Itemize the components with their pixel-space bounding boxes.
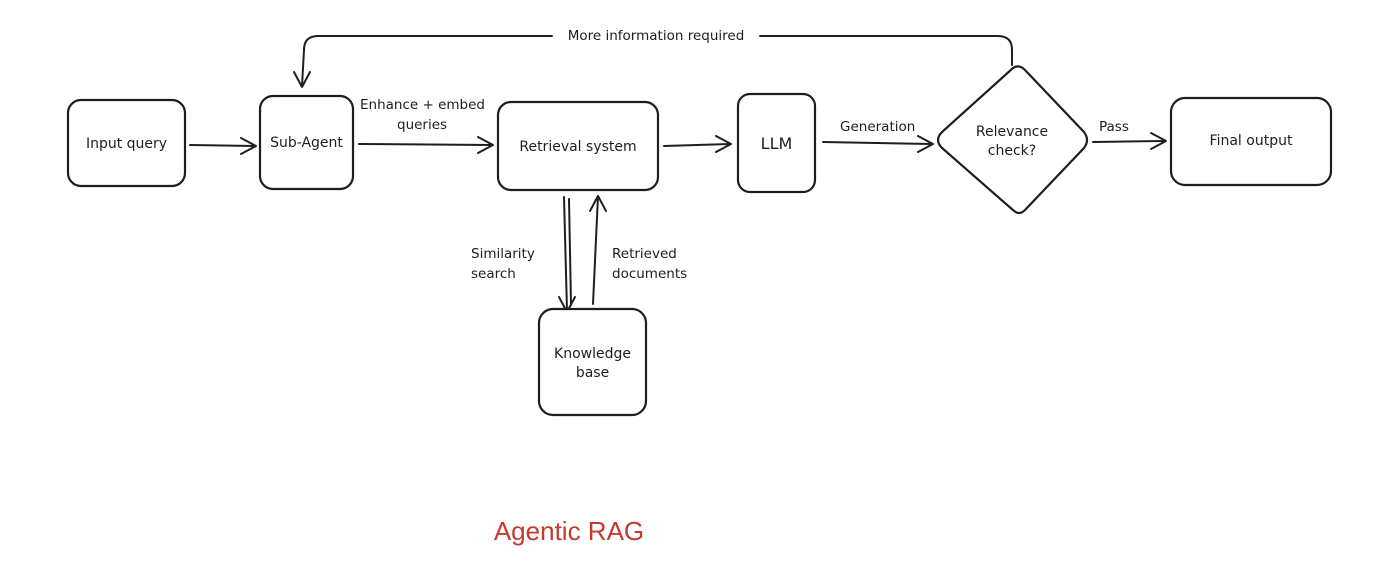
- node-final-output-label: Final output: [1210, 133, 1293, 149]
- edge-retrieval-to-knowledge: [558, 196, 576, 313]
- node-sub-agent-label: Sub-Agent: [270, 135, 343, 151]
- edge-label-similarity-search-line1: Similarity: [471, 246, 535, 262]
- edge-retrieval-to-llm: [663, 135, 732, 153]
- edge-label-retrieved-documents-line1: Retrieved: [612, 246, 677, 262]
- edge-input-to-subagent: [189, 137, 257, 155]
- node-input-query-label: Input query: [86, 136, 167, 152]
- diagram-title: Agentic RAG: [494, 516, 644, 546]
- node-relevance-check: Relevance check?: [936, 65, 1089, 215]
- node-knowledge-base-label-line1: Knowledge: [554, 346, 631, 362]
- node-relevance-check-label-line2: check?: [988, 143, 1036, 159]
- edge-knowledge-to-retrieval: [589, 195, 607, 305]
- edge-label-enhance-embed-line2: queries: [397, 117, 447, 133]
- node-relevance-check-label-line1: Relevance: [976, 124, 1048, 140]
- edge-label-more-info: More information required: [568, 28, 745, 44]
- edge-subagent-to-retrieval: [358, 136, 494, 154]
- edge-relevance-to-final: [1092, 132, 1167, 150]
- node-llm: LLM: [736, 92, 817, 194]
- node-sub-agent: Sub-Agent: [258, 94, 355, 191]
- edge-label-retrieved-documents-line2: documents: [612, 266, 687, 282]
- edge-label-pass: Pass: [1099, 119, 1129, 135]
- node-retrieval-system-label: Retrieval system: [519, 139, 636, 155]
- edge-feedback-loop: [293, 35, 1013, 88]
- node-knowledge-base: Knowledge base: [537, 307, 648, 417]
- edge-label-generation: Generation: [840, 119, 915, 135]
- node-knowledge-base-label-line2: base: [576, 365, 609, 381]
- edge-label-similarity-search-line2: search: [471, 266, 516, 282]
- node-final-output: Final output: [1169, 96, 1333, 187]
- node-input-query: Input query: [66, 98, 187, 188]
- edge-llm-to-relevance: [822, 135, 934, 153]
- edge-label-enhance-embed-line1: Enhance + embed: [360, 97, 485, 113]
- node-retrieval-system: Retrieval system: [496, 100, 660, 192]
- node-llm-label: LLM: [761, 134, 793, 153]
